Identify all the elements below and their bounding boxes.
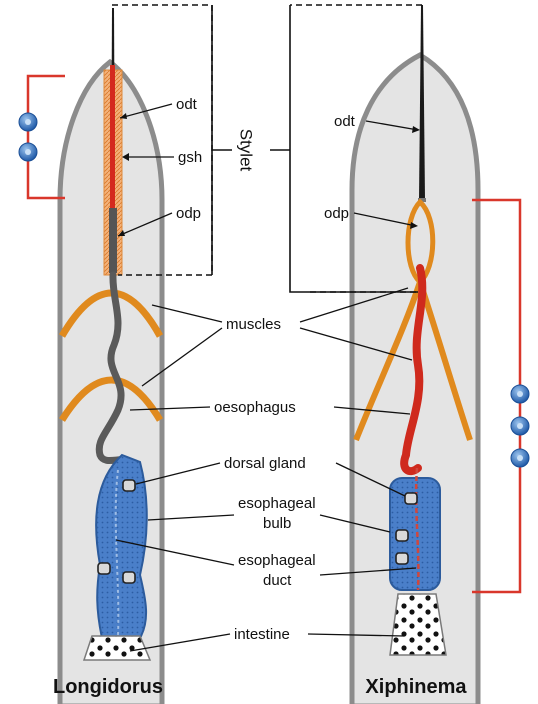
- esophageal-bulb-label-2: bulb: [263, 515, 291, 532]
- dorsal-gland-label: dorsal gland: [224, 455, 306, 472]
- odt-left-label: odt: [176, 96, 198, 113]
- right-intestine: [390, 594, 446, 655]
- stylet-label: Stylet: [237, 129, 256, 172]
- odp-right-label: odp: [324, 205, 349, 222]
- right-esophageal-bulb: [390, 468, 440, 590]
- muscles-label: muscles: [226, 316, 281, 333]
- esophageal-duct-label-2: duct: [263, 572, 292, 589]
- intestine-label: intestine: [234, 626, 290, 643]
- virion-icon: [511, 417, 529, 435]
- left-virus-bracket: [19, 76, 65, 198]
- odt-right-label: odt: [334, 113, 356, 130]
- right-virus-bracket: [472, 200, 529, 592]
- esophageal-bulb-label-1: esophageal: [238, 495, 316, 512]
- left-intestine: [84, 636, 150, 660]
- left-esophageal-bulb: [96, 455, 147, 638]
- gsh-label: gsh: [178, 149, 202, 166]
- virion-icon: [511, 449, 529, 467]
- esophageal-duct-label-1: esophageal: [238, 552, 316, 569]
- virion-icon: [19, 143, 37, 161]
- longidorus-title: Longidorus: [53, 676, 163, 698]
- oesophagus-label: oesophagus: [214, 399, 296, 416]
- odp-left-label: odp: [176, 205, 201, 222]
- virion-icon: [511, 385, 529, 403]
- xiphinema-title: Xiphinema: [365, 676, 467, 698]
- virion-icon: [19, 113, 37, 131]
